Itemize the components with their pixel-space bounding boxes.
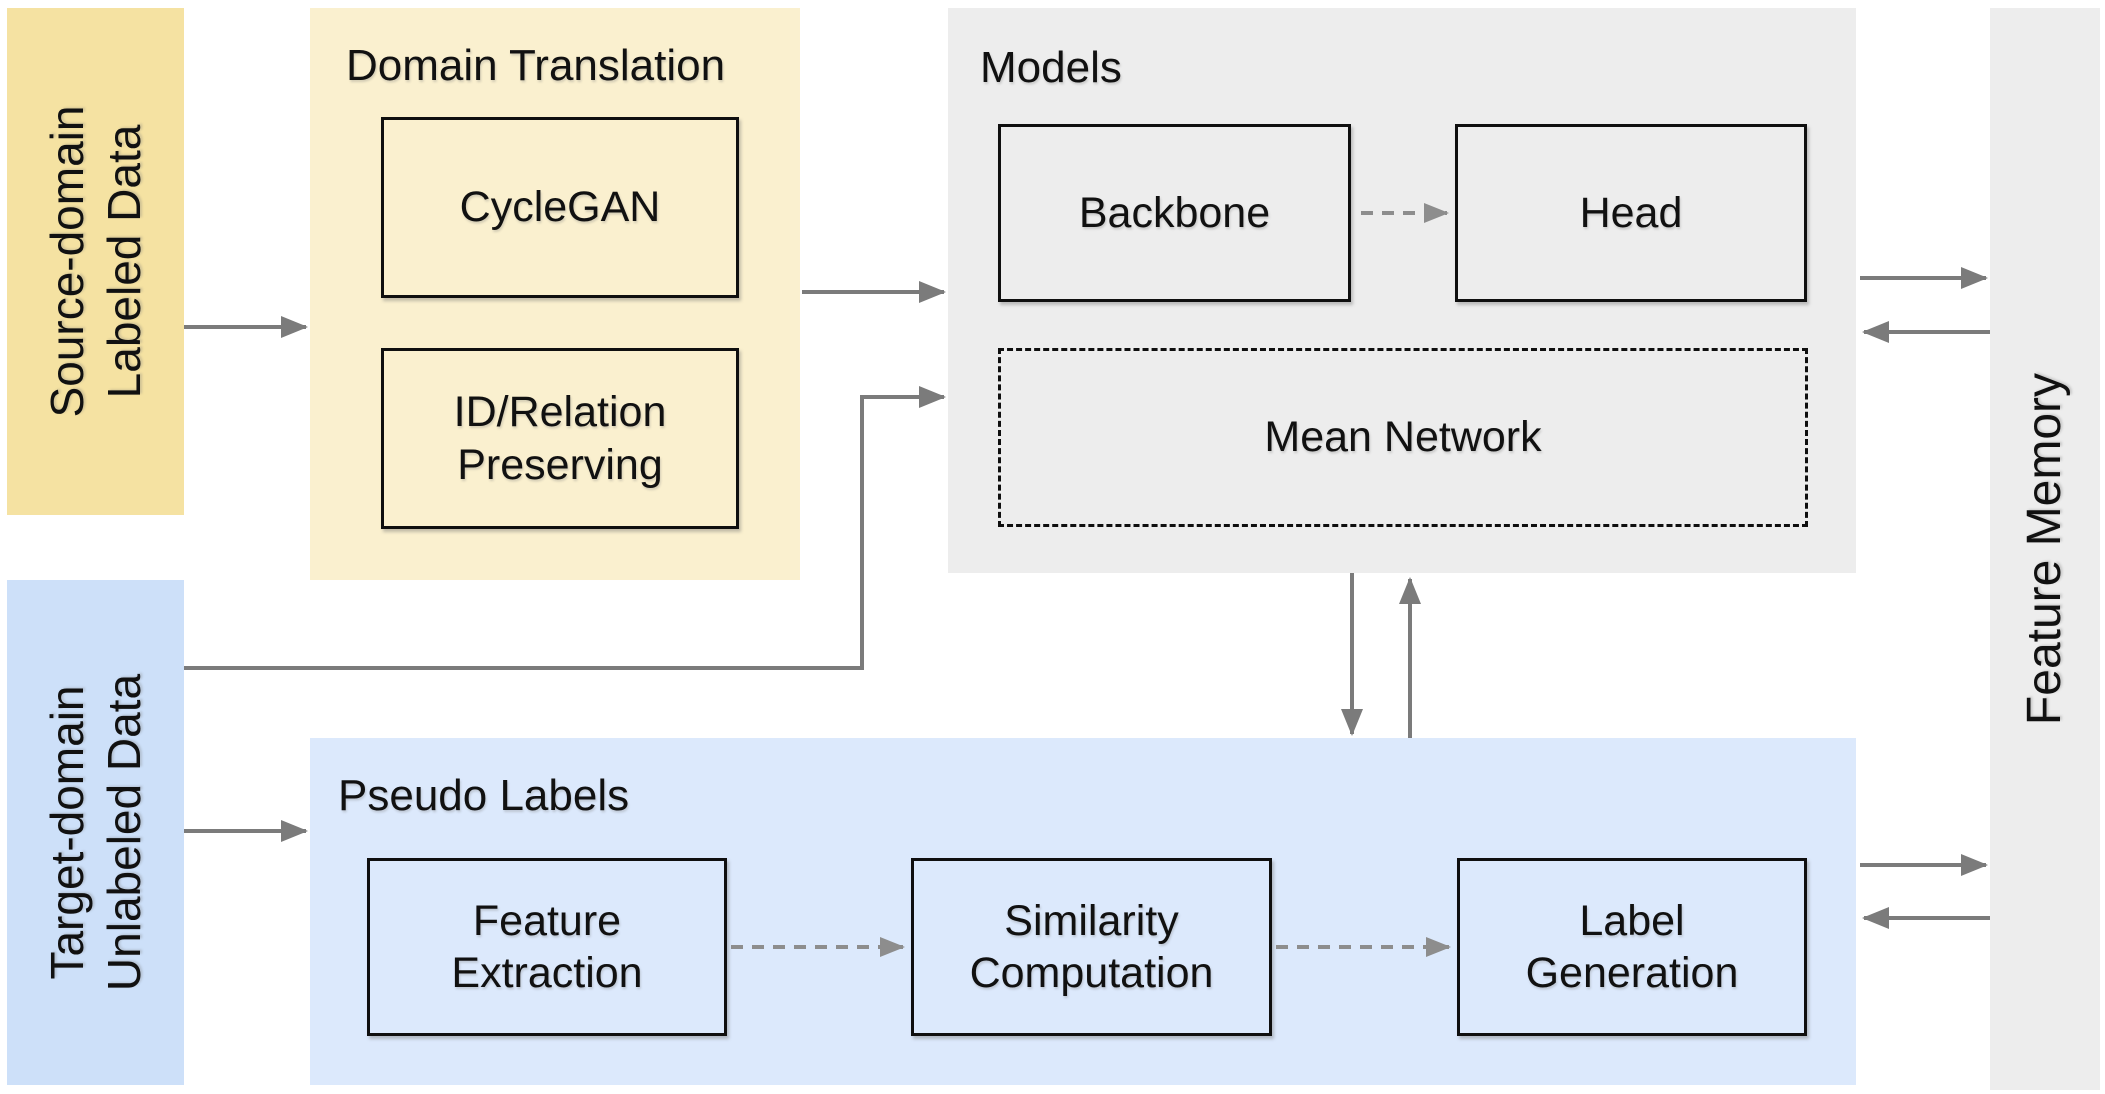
- domain-translation-panel: Domain Translation CycleGAN ID/Relation …: [310, 8, 800, 580]
- models-title: Models: [980, 43, 1122, 92]
- domain-translation-title: Domain Translation: [346, 41, 726, 90]
- models-panel: Models Backbone Head Mean Network: [948, 8, 1856, 573]
- target-domain-data-label: Target-domain Unlabeled Data: [41, 673, 150, 992]
- pseudo-labels-title: Pseudo Labels: [338, 771, 630, 820]
- head-box: Head: [1455, 124, 1807, 302]
- target-domain-data-bar: Target-domain Unlabeled Data: [7, 580, 184, 1085]
- mean-network-box: Mean Network: [998, 348, 1808, 527]
- cyclegan-box: CycleGAN: [381, 117, 739, 298]
- backbone-box: Backbone: [998, 124, 1351, 302]
- similarity-computation-box: Similarity Computation: [911, 858, 1272, 1036]
- feature-memory-bar: Feature Memory: [1990, 8, 2100, 1090]
- source-domain-data-label: Source-domain Labeled Data: [41, 105, 150, 418]
- label-generation-box: Label Generation: [1457, 858, 1807, 1036]
- feature-extraction-box: Feature Extraction: [367, 858, 727, 1036]
- source-domain-data-bar: Source-domain Labeled Data: [7, 8, 184, 515]
- feature-memory-label: Feature Memory: [2017, 372, 2071, 726]
- pseudo-labels-panel: Pseudo Labels Feature Extraction Similar…: [310, 738, 1856, 1085]
- id-relation-preserving-box: ID/Relation Preserving: [381, 348, 739, 529]
